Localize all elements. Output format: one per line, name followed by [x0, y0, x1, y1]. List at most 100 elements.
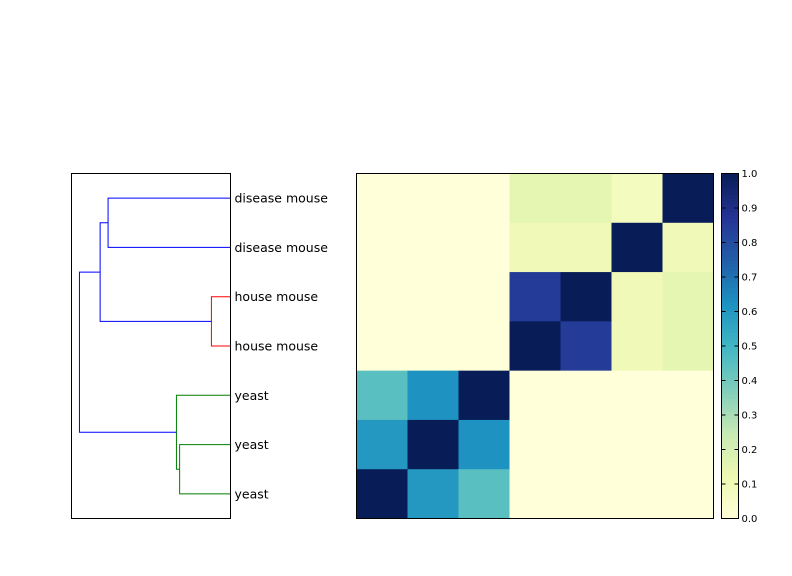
colorbar-segment	[721, 366, 739, 371]
heatmap-cell	[560, 469, 612, 519]
heatmap-cell	[356, 370, 408, 421]
colorbar-segment	[721, 201, 739, 206]
colorbar-segment	[721, 446, 739, 451]
heatmap	[356, 173, 714, 519]
leaf-label: disease mouse	[235, 191, 329, 206]
colorbar-segment	[721, 297, 739, 302]
colorbar-segment	[721, 421, 739, 426]
colorbar-tick-label: 1.0	[742, 169, 758, 180]
colorbar-segment	[721, 501, 739, 506]
colorbar-segment	[721, 435, 739, 440]
heatmap-cell	[356, 321, 408, 372]
dendrogram-links	[78, 197, 231, 495]
colorbar-segment	[721, 239, 739, 244]
colorbar-segment	[721, 263, 739, 268]
colorbar-segment	[721, 335, 739, 340]
colorbar-tick-label: 0.1	[742, 480, 758, 491]
colorbar-segment	[721, 280, 739, 285]
colorbar-segment	[721, 349, 739, 354]
colorbar-segment	[721, 242, 739, 247]
colorbar-segment	[721, 218, 739, 223]
colorbar-segment	[721, 408, 739, 413]
colorbar-segment	[721, 480, 739, 485]
colorbar-segment	[721, 425, 739, 430]
heatmap-cell	[509, 272, 561, 322]
colorbar-segment	[721, 304, 739, 309]
colorbar-ticks	[721, 173, 739, 519]
leaf-label: yeast	[235, 437, 269, 452]
heatmap-cell	[458, 222, 510, 273]
colorbar-segment	[721, 197, 739, 202]
heatmap-cell	[662, 222, 714, 273]
colorbar-segment	[721, 418, 739, 423]
leaf-label: house mouse	[235, 339, 319, 354]
colorbar-segment	[721, 390, 739, 395]
heatmap-cell	[458, 469, 510, 519]
colorbar-tick-label: 0.3	[742, 411, 758, 422]
colorbar-segment	[721, 401, 739, 406]
heatmap-cell	[509, 173, 561, 224]
colorbar-segment	[721, 308, 739, 313]
colorbar-tick-label: 0.9	[742, 204, 758, 215]
heatmap-cell	[509, 419, 561, 470]
colorbar-segment	[721, 356, 739, 361]
heatmap-cell	[560, 272, 612, 322]
colorbar-segment	[721, 463, 739, 468]
colorbar-segment	[721, 452, 739, 457]
colorbar-segment	[721, 459, 739, 464]
colorbar-tick-label: 0.4	[742, 376, 758, 387]
colorbar-segment	[721, 228, 739, 233]
heatmap-cell	[560, 222, 612, 273]
heatmap-cell	[356, 469, 408, 519]
colorbar-segment	[721, 256, 739, 261]
colorbar-tick-label: 0.0	[742, 514, 758, 525]
heatmap-cell	[662, 419, 714, 470]
colorbar-segment	[721, 370, 739, 375]
colorbar-segment	[721, 270, 739, 275]
heatmap-cell	[611, 370, 663, 421]
heatmap-cell	[560, 321, 612, 372]
colorbar-segment	[721, 301, 739, 306]
heatmap-cell	[407, 469, 459, 519]
leaf-label: house mouse	[235, 289, 319, 304]
colorbar-tick-label: 0.2	[742, 445, 758, 456]
colorbar-segment	[721, 328, 739, 333]
heatmap-cell	[458, 173, 510, 224]
colorbar-segment	[721, 504, 739, 509]
colorbar-segment	[721, 456, 739, 461]
colorbar-segment	[721, 290, 739, 295]
colorbar-segment	[721, 373, 739, 378]
heatmap-cell	[356, 272, 408, 322]
colorbar-segment	[721, 211, 739, 216]
colorbar-segment	[721, 363, 739, 368]
colorbar-segment	[721, 266, 739, 271]
colorbar-segment	[721, 321, 739, 326]
colorbar-segment	[721, 204, 739, 209]
colorbar-segment	[721, 377, 739, 382]
colorbar-segment	[721, 342, 739, 347]
heatmap-cells	[356, 173, 714, 519]
colorbar-segment	[721, 173, 739, 178]
heatmap-cell	[356, 419, 408, 470]
colorbar-segment	[721, 208, 739, 213]
leaf-label: disease mouse	[235, 240, 329, 255]
heatmap-cell	[407, 419, 459, 470]
colorbar-segment	[721, 339, 739, 344]
colorbar-segment	[721, 294, 739, 299]
colorbar-segment	[721, 404, 739, 409]
colorbar-segment	[721, 277, 739, 282]
heatmap-cell	[458, 272, 510, 322]
colorbar-segment	[721, 432, 739, 437]
heatmap-cell	[560, 370, 612, 421]
colorbar-segment	[721, 494, 739, 499]
heatmap-cell	[560, 173, 612, 224]
colorbar-segment	[721, 176, 739, 181]
heatmap-cell	[458, 321, 510, 372]
colorbar-segment	[721, 484, 739, 489]
colorbar-segment	[721, 252, 739, 257]
heatmap-cell	[611, 321, 663, 372]
heatmap-cell	[509, 469, 561, 519]
colorbar-segment	[721, 470, 739, 475]
heatmap-cell	[509, 321, 561, 372]
colorbar-segment	[721, 359, 739, 364]
